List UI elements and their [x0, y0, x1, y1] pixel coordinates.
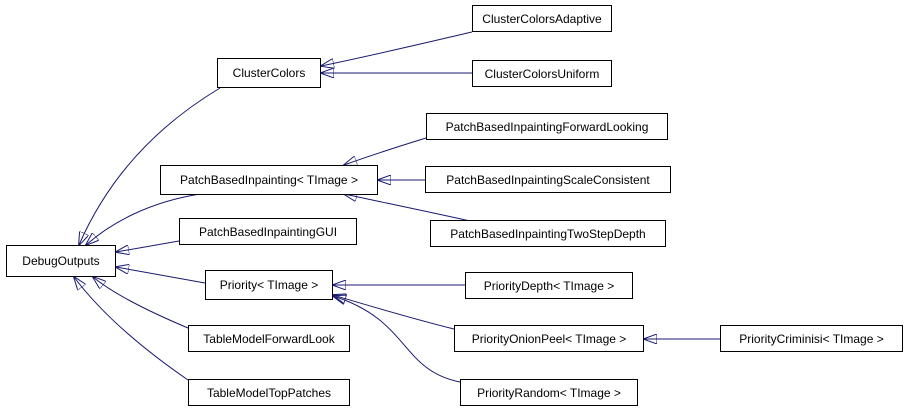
edge-gui-to-debug [116, 240, 180, 252]
node-priority[interactable]: Priority< TImage > [205, 270, 333, 300]
edge-patchbased-to-debug [86, 193, 201, 245]
node-priority-criminisi[interactable]: PriorityCriminisi< TImage > [720, 325, 903, 352]
edge-onionpeel-to-priority [333, 295, 455, 330]
node-cluster-colors[interactable]: ClusterColors [217, 58, 321, 88]
edge-forwardlooking-to-patchbased [344, 137, 427, 165]
node-table-model-forward-look[interactable]: TableModelForwardLook [188, 325, 350, 352]
node-patch-based-inpainting-forward-looking[interactable]: PatchBasedInpaintingForwardLooking [426, 113, 668, 140]
edge-adaptive-to-clustercolors [321, 31, 473, 66]
node-table-model-top-patches[interactable]: TableModelTopPatches [188, 379, 350, 406]
node-patch-based-inpainting[interactable]: PatchBasedInpainting< TImage > [160, 165, 378, 195]
node-debug-outputs[interactable]: DebugOutputs [6, 245, 116, 277]
edge-priority-to-debug [116, 267, 206, 284]
node-cluster-colors-adaptive[interactable]: ClusterColorsAdaptive [472, 5, 612, 32]
node-patch-based-inpainting-scale-consistent[interactable]: PatchBasedInpaintingScaleConsistent [425, 166, 671, 193]
node-cluster-colors-uniform[interactable]: ClusterColorsUniform [472, 60, 612, 87]
node-priority-random[interactable]: PriorityRandom< TImage > [460, 379, 638, 406]
edge-random-to-priority [333, 296, 461, 383]
node-patch-based-inpainting-two-step-depth[interactable]: PatchBasedInpaintingTwoStepDepth [430, 220, 666, 247]
edge-forwardlook-to-debug [93, 277, 189, 329]
edge-toppatches-to-debug [74, 277, 189, 381]
node-patch-based-inpainting-gui[interactable]: PatchBasedInpaintingGUI [179, 218, 357, 245]
edge-clustercolors-to-debug [79, 87, 221, 245]
node-priority-depth[interactable]: PriorityDepth< TImage > [465, 272, 633, 299]
edge-twostepdepth-to-patchbased [344, 194, 471, 222]
node-priority-onion-peel[interactable]: PriorityOnionPeel< TImage > [454, 325, 644, 352]
